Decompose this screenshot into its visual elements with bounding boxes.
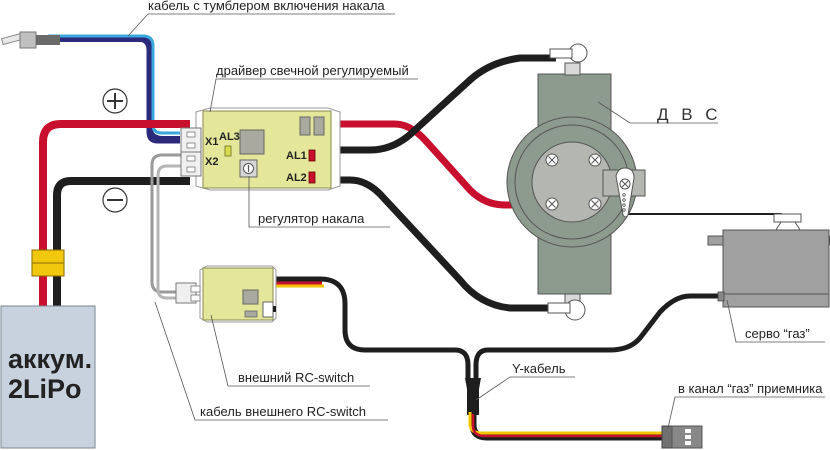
rc-switch-board <box>175 265 277 323</box>
engine-screws <box>545 153 602 211</box>
al2-led <box>308 171 316 184</box>
battery-label-line2: 2LiPo <box>8 374 82 404</box>
throttle-linkage <box>624 213 786 221</box>
driver-connector-x1 <box>180 127 202 153</box>
al2-label: AL2 <box>286 172 307 184</box>
x2-label: X2 <box>205 156 218 168</box>
driver-connector-x2 <box>180 151 202 177</box>
rc-switch-cable-label: кабель внешнего RC-switch <box>200 404 366 419</box>
glow-plug-black-wire-top <box>338 54 556 154</box>
receiver-plug-icon <box>661 425 703 449</box>
rc-switch-servo-lead <box>272 276 471 378</box>
leader-lines <box>127 13 825 429</box>
battery-negative-wire <box>53 177 190 250</box>
battery-label-line1: аккум. <box>8 344 92 374</box>
rc-switch-label: внешний RC-switch <box>238 370 354 385</box>
glow-plug-top-icon <box>549 43 588 76</box>
minus-symbol-icon <box>102 187 128 213</box>
y-cable-label: Y-кабель <box>512 361 566 376</box>
toggle-switch-icon <box>0 31 60 49</box>
throttle-arm <box>615 167 635 218</box>
battery: аккум. 2LiPo <box>0 305 96 449</box>
xt-connector-icon <box>31 249 65 277</box>
engine <box>506 43 646 321</box>
glow-plug-black-wire-bottom <box>338 176 552 312</box>
engine-label: Д В С <box>657 105 722 124</box>
toggle-cable-label: кабель с тумблером включения накала <box>148 0 385 13</box>
al3-led <box>224 145 232 157</box>
toggle-switch-cable <box>48 34 183 144</box>
servo-label: серво “газ” <box>745 326 810 341</box>
y-cable-junction <box>465 378 664 441</box>
glow-plug-red-wire <box>338 120 548 209</box>
rc-switch-gray-cable <box>150 153 182 300</box>
driver-chip <box>239 129 265 155</box>
glow-driver-board: X1 X2 AL3 AL1 AL2 <box>180 107 341 191</box>
receiver-channel-label: в канал “газ” приемника <box>678 381 823 396</box>
heat-regulator-label: регулятор накала <box>258 211 365 226</box>
throttle-servo <box>707 213 830 308</box>
driver-mosfet-1 <box>299 116 311 136</box>
al1-led <box>308 149 316 162</box>
heat-regulator-knob[interactable] <box>239 159 258 178</box>
servo-lead <box>473 293 718 378</box>
driver-mosfet-2 <box>313 116 325 136</box>
al1-label: AL1 <box>286 150 307 162</box>
battery-positive-wire <box>39 120 190 250</box>
plus-symbol-icon <box>102 88 128 114</box>
glow-plug-bottom-icon <box>547 293 586 321</box>
x1-label: X1 <box>205 136 218 148</box>
al3-label: AL3 <box>219 131 240 143</box>
driver-label: драйвер свечной регулируемый <box>216 63 409 78</box>
